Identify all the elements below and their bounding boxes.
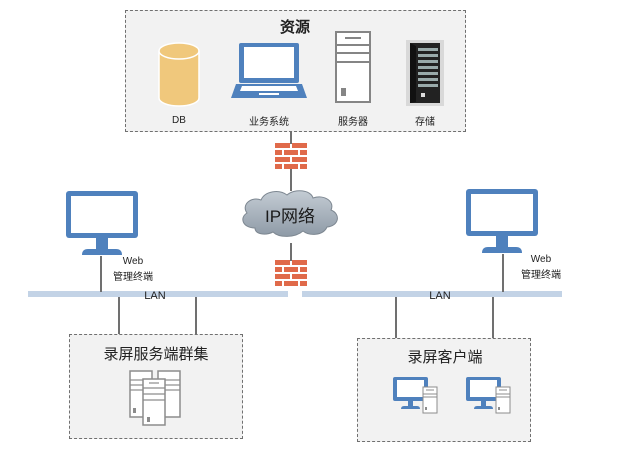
ip-network-label: IP网络 <box>264 207 316 226</box>
client-group-title: 录屏客户端 <box>407 349 483 366</box>
link-resources-firewall <box>290 132 292 144</box>
link-lan-clients-1 <box>395 297 397 338</box>
cloud-icon <box>242 190 338 237</box>
business-system-label: 业务系统 <box>249 117 289 128</box>
link-right-terminal-lan <box>502 254 504 292</box>
lan-label-right: LAN <box>429 290 451 302</box>
client-pc-icon <box>466 377 511 414</box>
server-icon <box>335 31 371 103</box>
link-firewall-cloud <box>290 169 292 191</box>
right-terminal-label-line2: 管理终端 <box>521 270 561 281</box>
lan-bar-left <box>28 291 288 297</box>
firewall-icon <box>275 143 307 169</box>
link-lan-clients-2 <box>492 297 494 338</box>
lan-label-left: LAN <box>144 290 166 302</box>
monitor-icon <box>466 189 538 253</box>
lan-bar-right <box>302 291 562 297</box>
link-cloud-firewall <box>290 243 292 261</box>
left-terminal-label-line1: Web <box>122 256 144 267</box>
left-terminal-label-line2: 管理终端 <box>113 272 153 283</box>
right-terminal-label-line1: Web <box>530 254 552 265</box>
link-left-terminal-lan <box>100 256 102 292</box>
server-cluster-title: 录屏服务端群集 <box>103 346 209 363</box>
link-lan-cluster-2 <box>195 297 197 334</box>
resources-title: 资源 <box>279 19 310 36</box>
link-lan-cluster-1 <box>118 297 120 334</box>
database-icon <box>158 42 200 107</box>
storage-label: 存储 <box>415 117 435 128</box>
server-label: 服务器 <box>338 117 368 128</box>
firewall-icon <box>275 260 307 286</box>
server-cluster-icon <box>129 370 181 426</box>
monitor-icon <box>66 191 138 255</box>
laptop-icon <box>231 43 307 98</box>
db-label: DB <box>172 115 186 126</box>
client-pc-icon <box>393 377 438 414</box>
storage-icon <box>406 40 444 106</box>
